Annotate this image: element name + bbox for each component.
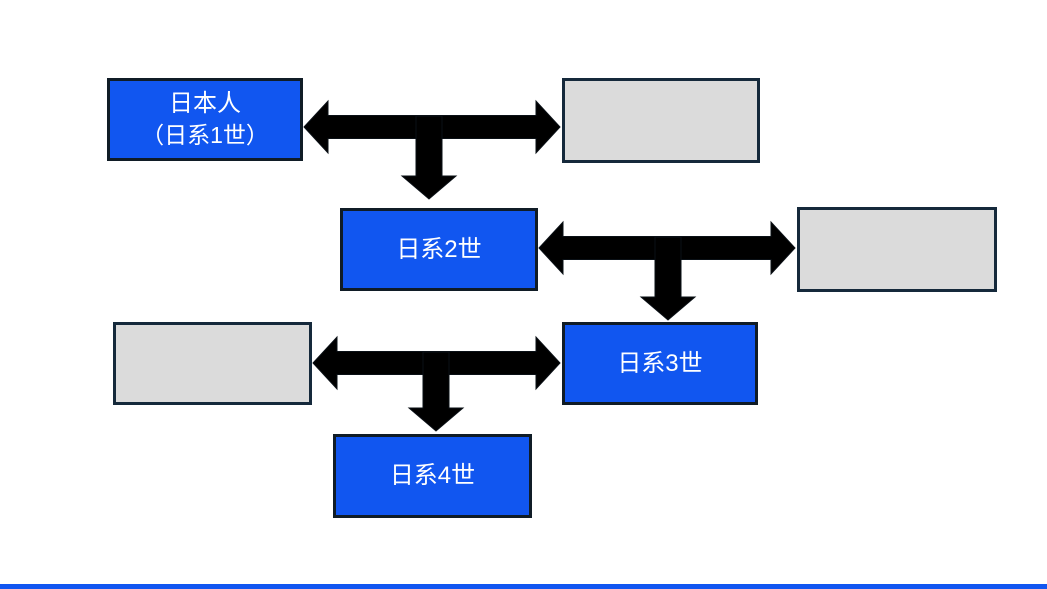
gen2-label: 日系2世: [396, 235, 482, 263]
gen3-label: 日系3世: [617, 349, 703, 377]
connector-gen3-gen4: [312, 335, 561, 432]
gen1-label-line1: 日本人: [169, 90, 241, 118]
gen1-box: 日本人 （日系1世）: [107, 78, 303, 161]
gen1-label-line2: （日系1世）: [141, 122, 269, 149]
down-arrow-3: [407, 351, 465, 432]
spouse2-box: [797, 207, 997, 292]
gen4-label: 日系4世: [389, 462, 476, 490]
connector-gen2-gen3: [538, 220, 796, 321]
bottom-accent-bar: [0, 584, 1047, 589]
down-arrow-1: [400, 115, 458, 200]
gen2-box: 日系2世: [340, 208, 538, 291]
gen4-box: 日系4世: [333, 434, 532, 518]
spouse3-box: [113, 322, 312, 405]
down-arrow-2: [639, 236, 697, 321]
spouse1-box: [562, 78, 760, 163]
connector-gen1-gen2: [303, 99, 561, 200]
gen3-box: 日系3世: [562, 322, 758, 405]
